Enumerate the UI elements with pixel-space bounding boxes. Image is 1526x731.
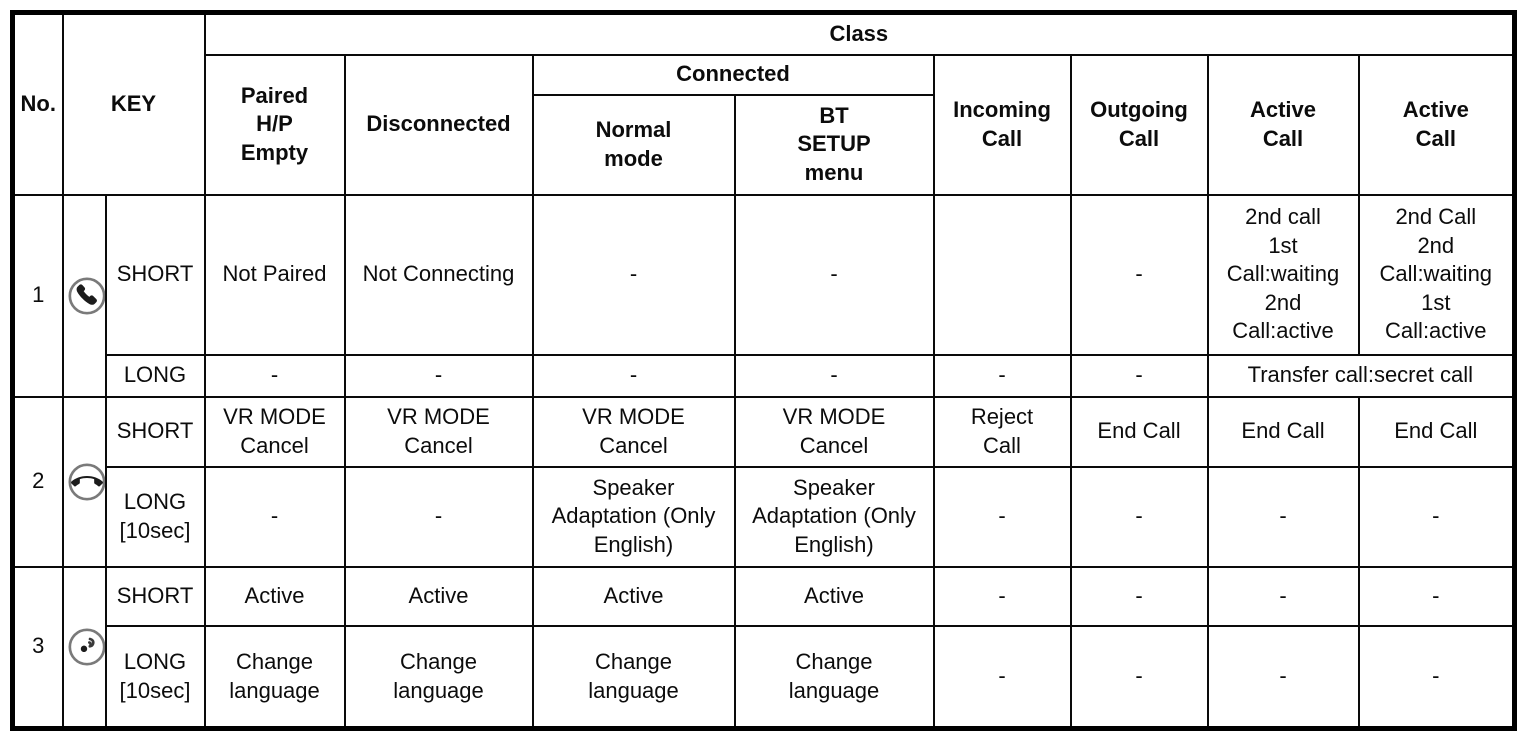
row2-short-outgoing: End Call (1069, 395, 1209, 468)
row1-short-normal-mode: - (531, 193, 736, 356)
row3-long-label: LONG [10sec] (104, 625, 206, 730)
row2-long-bt-setup: Speaker Adaptation (Only English) (733, 465, 935, 568)
call-answer-icon (67, 276, 104, 316)
row3-long-incoming: - (932, 625, 1072, 730)
header-class: Class (203, 11, 1516, 56)
row1-short-label: SHORT (104, 193, 206, 356)
row1-number-cell: 1 (11, 193, 64, 398)
row2-short-disconnected: VR MODE Cancel (343, 395, 534, 468)
row2-short-bt-setup: VR MODE Cancel (733, 395, 935, 468)
header-normal-mode: Normal mode (531, 93, 736, 196)
row3-short-paired: Active (203, 565, 346, 628)
row2-short-active-2: End Call (1357, 395, 1516, 468)
row3-short-active-1: - (1206, 565, 1360, 628)
header-no: No. (11, 11, 64, 196)
header-active-call-1: Active Call (1206, 53, 1360, 196)
row3-long-active-2: - (1357, 625, 1516, 730)
row2-key-icon-cell (61, 395, 107, 568)
key-function-matrix: No. KEY Class Paired H/P Empty Disconnec… (10, 10, 1518, 731)
row3-number-cell: 3 (11, 565, 64, 730)
row3-short-bt-setup: Active (733, 565, 935, 628)
row2-short-paired: VR MODE Cancel (203, 395, 346, 468)
row1-long-label: LONG (104, 353, 206, 398)
voice-recognition-icon (67, 627, 104, 667)
header-outgoing-call: Outgoing Call (1069, 53, 1209, 196)
header-disconnected: Disconnected (343, 53, 534, 196)
header-incoming-call: Incoming Call (932, 53, 1072, 196)
row1-long-paired: - (203, 353, 346, 398)
table-row: 1 SHORT Not Paired Not Connecting - - - … (11, 193, 1516, 398)
bt-key-function-table: No. KEY Class Paired H/P Empty Disconnec… (10, 10, 1518, 731)
row2-short-normal-mode: VR MODE Cancel (531, 395, 736, 468)
row2-long-disconnected: - (343, 465, 534, 568)
header-key: KEY (61, 11, 206, 196)
row1-long-disconnected: - (343, 353, 534, 398)
row3-long-normal-mode: Change language (531, 625, 736, 730)
row3-short-label: SHORT (104, 565, 206, 628)
row2-short-incoming: Reject Call (932, 395, 1072, 468)
row1-short-bt-setup: - (733, 193, 935, 356)
row2-number-cell: 2 (11, 395, 64, 568)
row1-short-active-1: 2nd call 1st Call:waiting 2nd Call:activ… (1206, 193, 1360, 356)
row2-long-active-1: - (1206, 465, 1360, 568)
row1-long-incoming: - (932, 353, 1072, 398)
row2-long-normal-mode: Speaker Adaptation (Only English) (531, 465, 736, 568)
row1-short-outgoing: - (1069, 193, 1209, 356)
row3-short-normal-mode: Active (531, 565, 736, 628)
row3-short-active-2: - (1357, 565, 1516, 628)
row2-long-paired: - (203, 465, 346, 568)
row1-long-outgoing: - (1069, 353, 1209, 398)
row1-long-bt-setup: - (733, 353, 935, 398)
call-end-icon (67, 462, 104, 502)
row2-long-incoming: - (932, 465, 1072, 568)
row1-short-incoming (932, 193, 1072, 356)
table-row: LONG [10sec] Change language Change lang… (13, 625, 1516, 730)
row2-long-active-2: - (1357, 465, 1516, 568)
row3-long-active-1: - (1206, 625, 1360, 730)
header-paired-hp-empty: Paired H/P Empty (203, 53, 346, 196)
header-bt-setup-menu: BT SETUP menu (733, 93, 935, 196)
row3-long-bt-setup: Change language (733, 625, 935, 730)
header-active-call-2: Active Call (1357, 53, 1516, 196)
header-connected: Connected (531, 53, 935, 96)
row1-short-active-2: 2nd Call 2nd Call:waiting 1st Call:activ… (1357, 193, 1516, 356)
row3-short-incoming: - (932, 565, 1072, 628)
row2-short-label: SHORT (104, 395, 206, 468)
row3-long-disconnected: Change language (343, 625, 534, 730)
row1-short-disconnected: Not Connecting (343, 193, 534, 356)
row1-key-icon-cell (61, 193, 107, 398)
table-row: LONG [10sec] - - Speaker Adaptation (Onl… (13, 465, 1516, 568)
row3-long-paired: Change language (203, 625, 346, 730)
table-row: 2 SHORT VR MODE Cancel VR MODE Cancel VR… (11, 395, 1516, 568)
row1-long-active-merged: Transfer call:secret call (1206, 353, 1516, 398)
row2-long-label: LONG [10sec] (104, 465, 206, 568)
row3-long-outgoing: - (1069, 625, 1209, 730)
row2-short-active-1: End Call (1206, 395, 1360, 468)
row3-key-icon-cell (61, 565, 107, 730)
table-row: LONG - - - - - - Transfer call:secret ca… (13, 353, 1516, 398)
row1-short-paired: Not Paired (203, 193, 346, 356)
table-row: 3 SHORT Active Active Active Active - - … (11, 565, 1516, 730)
row1-long-normal-mode: - (531, 353, 736, 398)
row2-long-outgoing: - (1069, 465, 1209, 568)
row3-short-outgoing: - (1069, 565, 1209, 628)
row3-short-disconnected: Active (343, 565, 534, 628)
